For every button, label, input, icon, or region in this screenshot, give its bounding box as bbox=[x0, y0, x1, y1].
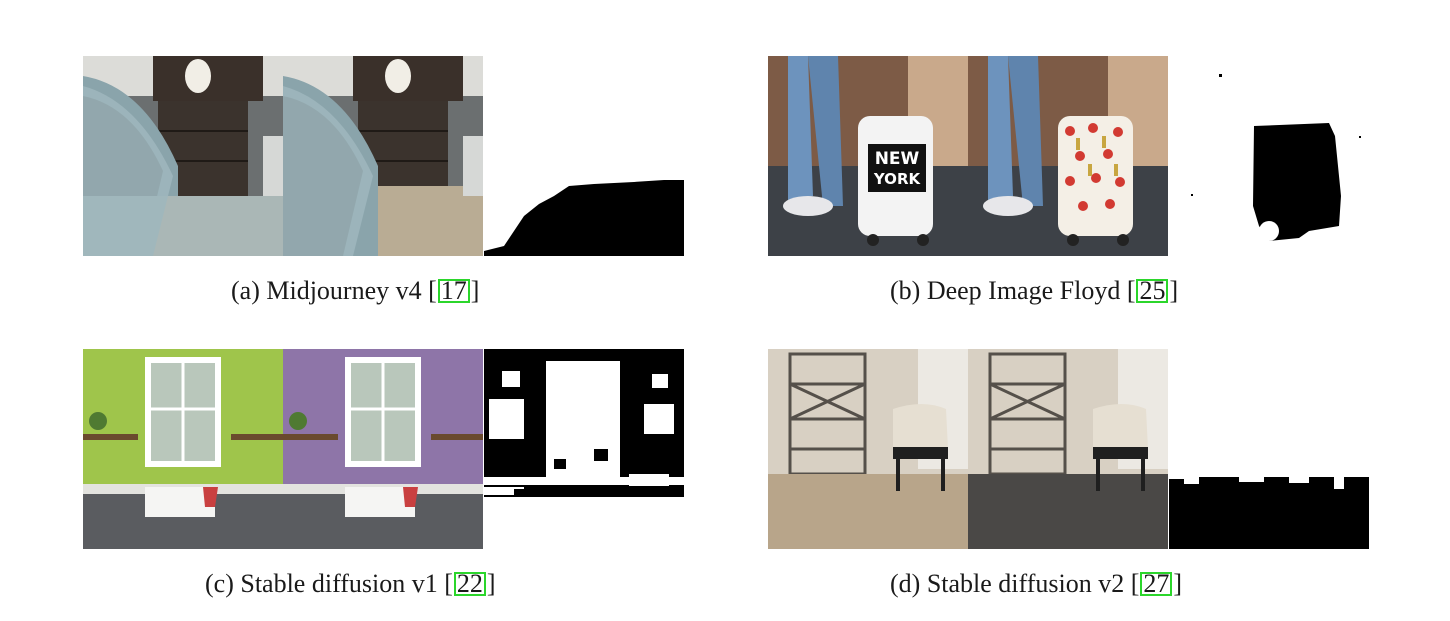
svg-text:YORK: YORK bbox=[873, 170, 922, 188]
figure-d-original-image bbox=[768, 349, 968, 549]
figure-d: (d) Stable diffusion v2 [27] bbox=[768, 349, 1369, 598]
caption-label: (a) Midjourney v4 [ bbox=[231, 276, 437, 305]
figure-c-original-image bbox=[83, 349, 283, 549]
figure-c-mask bbox=[484, 349, 684, 549]
figure-b-edited-image bbox=[968, 56, 1168, 256]
figure-a-mask bbox=[484, 56, 684, 256]
citation-link[interactable]: 17 bbox=[437, 278, 470, 304]
caption-label: (b) Deep Image Floyd [ bbox=[890, 276, 1136, 305]
figure-d-edited-image bbox=[968, 349, 1168, 549]
figure-b-original-image: NEW YORK bbox=[768, 56, 968, 256]
figure-a-caption: (a) Midjourney v4 [17] bbox=[231, 276, 479, 306]
figure-a-edited-image bbox=[283, 56, 483, 256]
figure-b-caption: (b) Deep Image Floyd [25] bbox=[890, 276, 1178, 306]
figure-c: (c) Stable diffusion v1 [22] bbox=[83, 349, 684, 598]
figure-d-mask bbox=[1169, 349, 1369, 549]
figure-a-original-image bbox=[83, 56, 283, 256]
caption-bracket: ] bbox=[1173, 569, 1183, 598]
caption-bracket: ] bbox=[470, 276, 480, 305]
caption-label: (d) Stable diffusion v2 [ bbox=[890, 569, 1140, 598]
figure-c-edited-image bbox=[283, 349, 483, 549]
figure-c-caption: (c) Stable diffusion v1 [22] bbox=[205, 569, 496, 599]
figure-a: (a) Midjourney v4 [17] bbox=[83, 56, 684, 305]
figure-d-caption: (d) Stable diffusion v2 [27] bbox=[890, 569, 1182, 599]
citation-link[interactable]: 27 bbox=[1140, 571, 1173, 597]
citation-link[interactable]: 25 bbox=[1136, 278, 1169, 304]
caption-label: (c) Stable diffusion v1 [ bbox=[205, 569, 453, 598]
citation-link[interactable]: 22 bbox=[453, 571, 486, 597]
figure-b: NEW YORK bbox=[768, 56, 1369, 305]
figure-b-mask bbox=[1169, 56, 1369, 256]
suitcase-text: NEW bbox=[875, 149, 920, 169]
caption-bracket: ] bbox=[1169, 276, 1179, 305]
caption-bracket: ] bbox=[486, 569, 496, 598]
